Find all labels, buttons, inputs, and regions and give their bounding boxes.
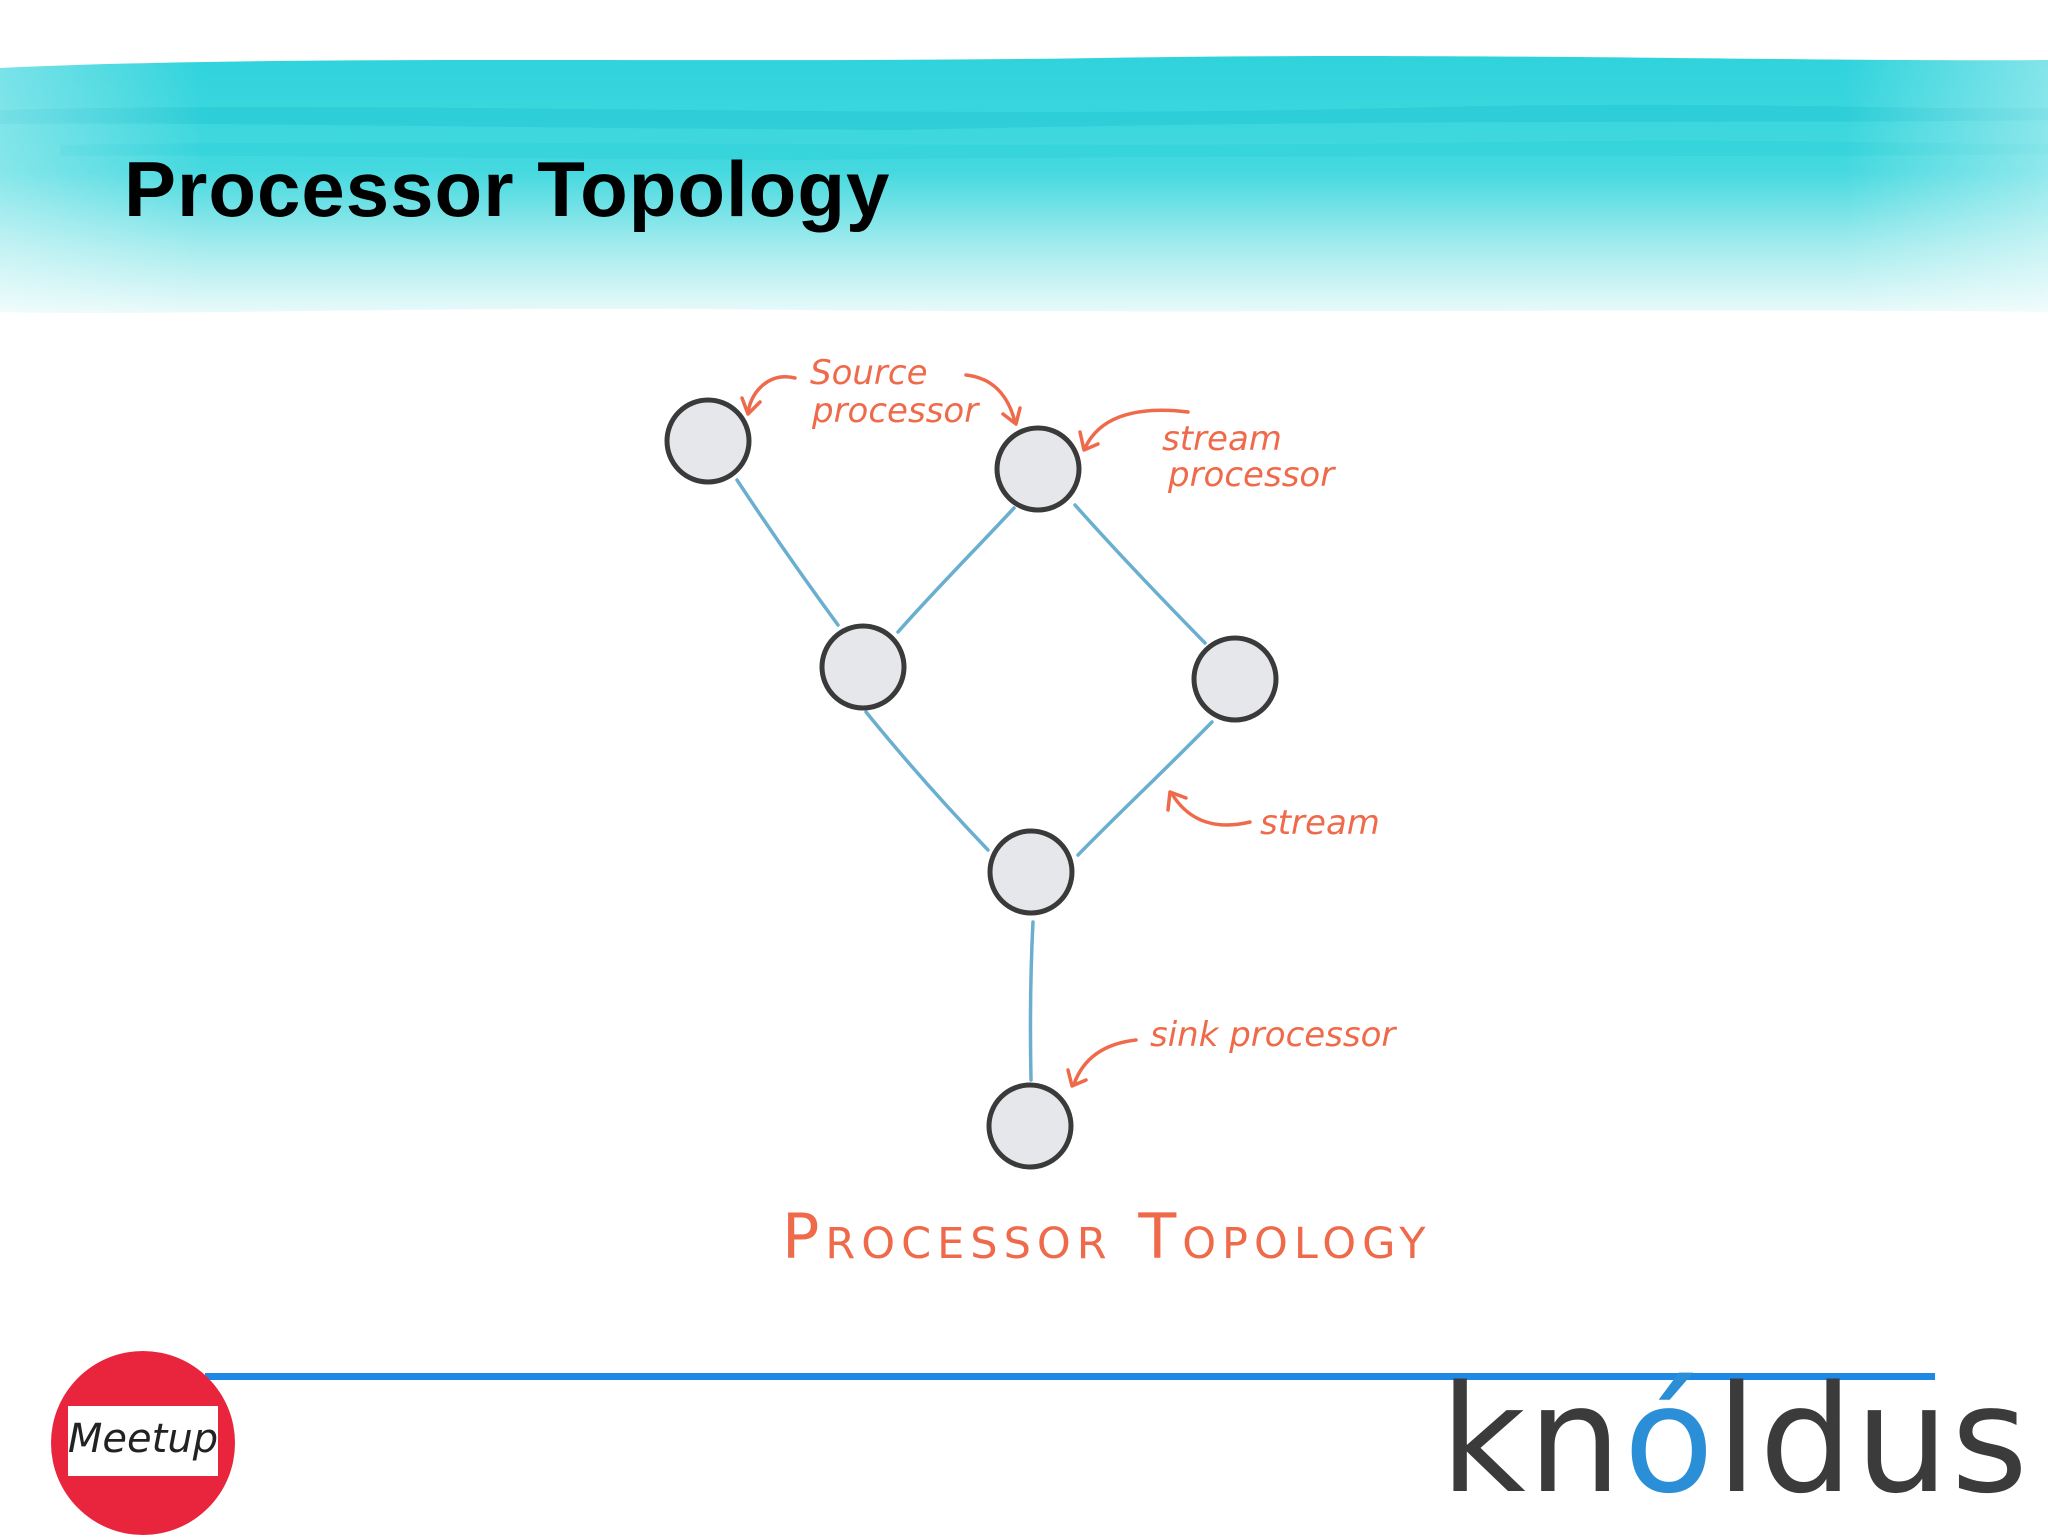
slide-title: Processor Topology (124, 145, 891, 233)
label-stream-processor-line2: processor (1167, 455, 1336, 495)
meetup-logo-icon: Meetup (51, 1351, 235, 1535)
label-source-processor-line1: Source (810, 353, 928, 393)
arrowhead-stream (1166, 790, 1188, 812)
edge-n3-n5 (864, 710, 990, 852)
diagram-caption: Processor Topology (782, 1200, 1432, 1273)
stream-processor-node-2 (1191, 635, 1279, 723)
knoldus-logo-part2: ldus (1716, 1354, 2031, 1526)
arrowhead-source-left (740, 396, 762, 416)
knoldus-logo: knóldus (1440, 1366, 2028, 1514)
edge-n2-n3 (896, 506, 1016, 634)
stream-processor-node-1 (819, 623, 907, 711)
knoldus-logo-part1: kn (1440, 1354, 1624, 1526)
label-sink-processor: sink processor (1150, 1015, 1397, 1055)
knoldus-logo-accent-o: ó (1623, 1354, 1717, 1526)
source-processor-node-1 (664, 397, 752, 485)
arrowhead-stream-processor (1078, 430, 1100, 452)
footer-rule (205, 1373, 1935, 1380)
arrowhead-sink-processor (1066, 1068, 1088, 1088)
label-source-processor-line2: processor (811, 391, 980, 431)
sink-processor-node (986, 1082, 1074, 1170)
arrow-sink-processor (1072, 1038, 1138, 1086)
arrow-source-right (964, 373, 1017, 424)
edge-n2-n4 (1073, 503, 1207, 645)
meetup-logo-text: Meetup (68, 1416, 218, 1462)
edge-n5-n6 (1028, 920, 1035, 1082)
edge-n4-n5 (1076, 720, 1214, 857)
arrow-stream-processor (1083, 408, 1190, 450)
edge-n1-n3 (735, 478, 840, 627)
source-processor-node-2 (994, 425, 1082, 513)
arrowhead-source-right (1001, 406, 1022, 426)
label-stream-processor-line1: stream (1162, 419, 1282, 459)
label-stream: stream (1260, 803, 1380, 843)
arrow-stream (1170, 792, 1252, 827)
header-band (0, 50, 2048, 318)
stream-processor-node-3 (987, 828, 1075, 916)
arrow-source-left (746, 375, 797, 414)
